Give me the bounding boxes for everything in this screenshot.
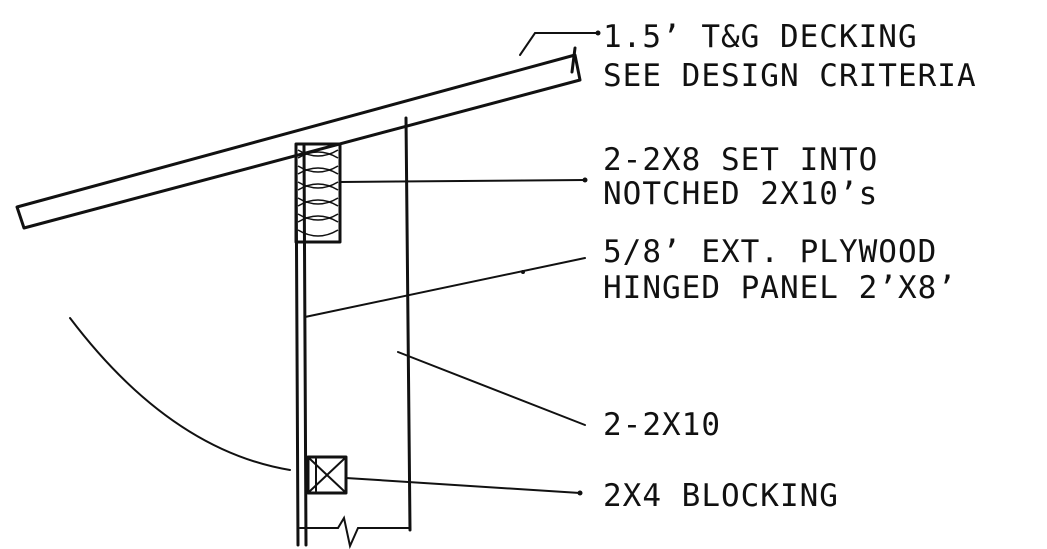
label-decking-line2: SEE DESIGN CRITERIA xyxy=(603,58,977,94)
label-panel-line2: HINGED PANEL 2’X8’ xyxy=(603,270,957,306)
label-header-line1: 2-2X8 SET INTO xyxy=(603,142,878,178)
leader-panel xyxy=(304,257,586,318)
label-blocking: 2X4 BLOCKING xyxy=(603,478,839,514)
decking-board xyxy=(15,46,582,230)
break-line xyxy=(299,515,411,549)
leader-joist xyxy=(397,351,586,426)
label-header-line2: NOTCHED 2X10’s xyxy=(603,176,878,212)
label-panel-line1: 5/8’ EXT. PLYWOOD xyxy=(603,234,937,270)
label-decking-line1: 1.5’ T&G DECKING xyxy=(603,19,918,55)
joist-2x10-edge xyxy=(404,116,412,532)
panel-swing-arc xyxy=(69,317,291,471)
leader-lines xyxy=(304,30,601,496)
header-2x8-block xyxy=(294,142,342,244)
label-joist: 2-2X10 xyxy=(603,407,721,443)
leader-header xyxy=(339,179,586,183)
blocking-2x4-block xyxy=(306,455,348,495)
leader-decking xyxy=(519,32,599,56)
leader-blocking xyxy=(345,477,581,494)
